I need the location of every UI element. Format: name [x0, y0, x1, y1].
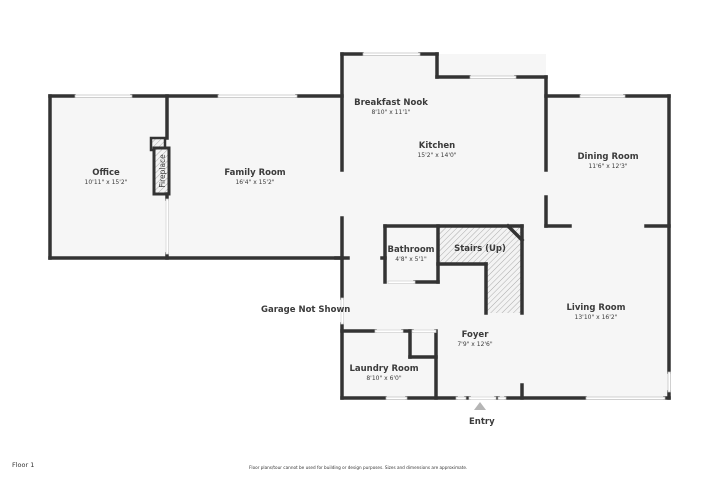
room-dimensions: 4'8" x 5'1" [395, 256, 427, 263]
room-dimensions: 15'2" x 14'0" [417, 152, 456, 159]
room-dimensions: 8'10" x 6'0" [366, 375, 402, 382]
room-name: Bathroom [387, 245, 434, 255]
room-name: Foyer [462, 330, 490, 340]
entry-arrow-icon [474, 402, 486, 410]
room-name: Breakfast Nook [354, 98, 428, 108]
room-bathroom: Bathroom 4'8" x 5'1" [387, 245, 434, 263]
fireplace-label: Fireplace [158, 154, 167, 188]
room-name: Living Room [567, 303, 626, 313]
room-dimensions: 10'11" x 15'2" [85, 179, 128, 186]
openings [165, 198, 497, 400]
room-dimensions: 16'4" x 15'2" [235, 179, 274, 186]
room-dimensions: 11'6" x 12'3" [588, 163, 627, 170]
room-family-room: Family Room 16'4" x 15'2" [224, 168, 285, 186]
floor-label: Floor 1 [12, 461, 35, 469]
room-living-room: Living Room 13'10" x 16'2" [567, 303, 626, 321]
room-foyer: Foyer 7'9" x 12'6" [457, 330, 493, 348]
garage-note: Garage Not Shown [261, 305, 350, 315]
room-name: Dining Room [577, 152, 638, 162]
room-name: Kitchen [419, 141, 455, 151]
room-name: Laundry Room [349, 364, 418, 374]
entry-label: Entry [469, 417, 495, 427]
room-dimensions: 8'10" x 11'1" [371, 109, 410, 116]
room-dining-room: Dining Room 11'6" x 12'3" [577, 152, 638, 170]
stairs-area [438, 227, 522, 313]
stairs-label: Stairs (Up) [454, 244, 506, 254]
windows [74, 52, 671, 400]
room-dimensions: 13'10" x 16'2" [575, 314, 618, 321]
room-name: Family Room [224, 168, 285, 178]
fireplace [149, 136, 171, 196]
disclaimer-text: Floor plans/tour cannot be used for buil… [249, 465, 468, 470]
room-office: Office 10'11" x 15'2" [85, 168, 128, 186]
room-breakfast-nook: Breakfast Nook 8'10" x 11'1" [354, 98, 428, 116]
room-laundry-room: Laundry Room 8'10" x 6'0" [349, 364, 418, 382]
room-dimensions: 7'9" x 12'6" [457, 341, 493, 348]
walls [48, 52, 671, 400]
room-name: Office [92, 168, 120, 178]
room-kitchen: Kitchen 15'2" x 14'0" [417, 141, 456, 159]
